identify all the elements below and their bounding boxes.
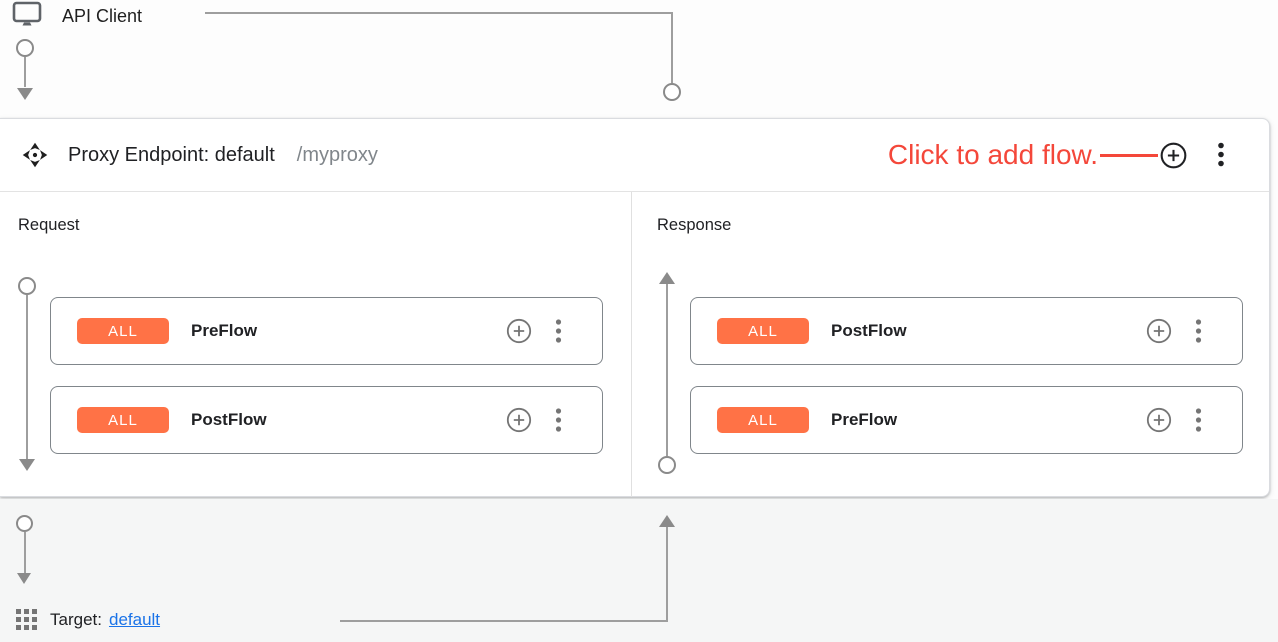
flow-menu-button[interactable] bbox=[1195, 407, 1202, 433]
flow-row-response-preflow[interactable]: ALL PreFlow bbox=[690, 386, 1243, 454]
flow-row-response-postflow[interactable]: ALL PostFlow bbox=[690, 297, 1243, 365]
annotation-pointer-line bbox=[1100, 153, 1158, 157]
add-policy-button[interactable] bbox=[1146, 407, 1172, 433]
request-label: Request bbox=[18, 216, 80, 234]
target-grid-icon bbox=[16, 609, 37, 630]
kebab-menu-icon bbox=[1218, 142, 1224, 167]
connector-arrow-down bbox=[17, 88, 33, 100]
flow-row-request-postflow[interactable]: ALL PostFlow bbox=[50, 386, 603, 454]
connector-arrow-up bbox=[659, 515, 675, 527]
condition-badge: ALL bbox=[77, 318, 169, 344]
endpoint-title: Proxy Endpoint: default bbox=[68, 143, 275, 166]
connector-arrow-up bbox=[659, 272, 675, 284]
target-label: Target: bbox=[50, 609, 102, 629]
api-client: API Client bbox=[12, 1, 142, 28]
connector-line bbox=[26, 295, 28, 459]
kebab-menu-icon bbox=[555, 319, 562, 343]
flow-name: PostFlow bbox=[191, 410, 267, 429]
connector-circle bbox=[18, 277, 36, 295]
endpoint-path: /myproxy bbox=[296, 143, 378, 166]
connector-line bbox=[24, 57, 26, 87]
target-zone: Target: default bbox=[0, 499, 1278, 642]
add-policy-button[interactable] bbox=[506, 407, 532, 433]
condition-badge: ALL bbox=[717, 407, 809, 433]
add-flow-button[interactable] bbox=[1160, 142, 1187, 169]
connector-line bbox=[666, 284, 668, 456]
connector-arrow-down bbox=[17, 573, 31, 584]
connector-circle bbox=[16, 515, 33, 532]
response-label: Response bbox=[657, 216, 732, 234]
proxy-endpoint-card: Proxy Endpoint: default /myproxy Click t… bbox=[0, 118, 1270, 497]
connector-arrow-down bbox=[19, 459, 35, 471]
connector-line bbox=[205, 12, 673, 14]
target-link[interactable]: default bbox=[108, 609, 161, 629]
endpoint-body: Request ALL PreFlow bbox=[0, 192, 1269, 497]
add-flow-annotation: Click to add flow. bbox=[887, 139, 1098, 170]
connector-line bbox=[340, 620, 668, 622]
flow-menu-button[interactable] bbox=[1195, 318, 1202, 344]
connector-line bbox=[671, 12, 673, 83]
kebab-menu-icon bbox=[555, 408, 562, 432]
add-policy-button[interactable] bbox=[506, 318, 532, 344]
plus-circle-icon bbox=[1160, 142, 1187, 168]
connector-circle bbox=[663, 83, 681, 101]
client-zone: API Client bbox=[0, 0, 1278, 118]
endpoint-menu-button[interactable] bbox=[1217, 141, 1225, 169]
panel-divider bbox=[631, 192, 632, 497]
flow-menu-button[interactable] bbox=[555, 318, 562, 344]
api-client-label: API Client bbox=[62, 6, 143, 26]
target-row: Target: default bbox=[16, 609, 160, 630]
flow-name: PreFlow bbox=[191, 321, 258, 340]
kebab-menu-icon bbox=[1195, 319, 1202, 343]
flow-row-request-preflow[interactable]: ALL PreFlow bbox=[50, 297, 603, 365]
condition-badge: ALL bbox=[77, 407, 169, 433]
connector-line bbox=[24, 532, 26, 573]
flow-name: PostFlow bbox=[831, 321, 907, 340]
condition-badge: ALL bbox=[717, 318, 809, 344]
proxy-endpoint-icon bbox=[22, 142, 48, 168]
connector-circle bbox=[658, 456, 676, 474]
connector-circle bbox=[16, 39, 34, 57]
connector-line bbox=[666, 527, 668, 621]
flow-menu-button[interactable] bbox=[555, 407, 562, 433]
endpoint-header: Proxy Endpoint: default /myproxy Click t… bbox=[0, 119, 1269, 192]
plus-circle-icon bbox=[1146, 407, 1172, 433]
plus-circle-icon bbox=[1146, 318, 1172, 344]
plus-circle-icon bbox=[506, 407, 532, 433]
monitor-icon bbox=[12, 1, 42, 26]
plus-circle-icon bbox=[506, 318, 532, 344]
kebab-menu-icon bbox=[1195, 408, 1202, 432]
flow-name: PreFlow bbox=[831, 410, 898, 429]
add-policy-button[interactable] bbox=[1146, 318, 1172, 344]
